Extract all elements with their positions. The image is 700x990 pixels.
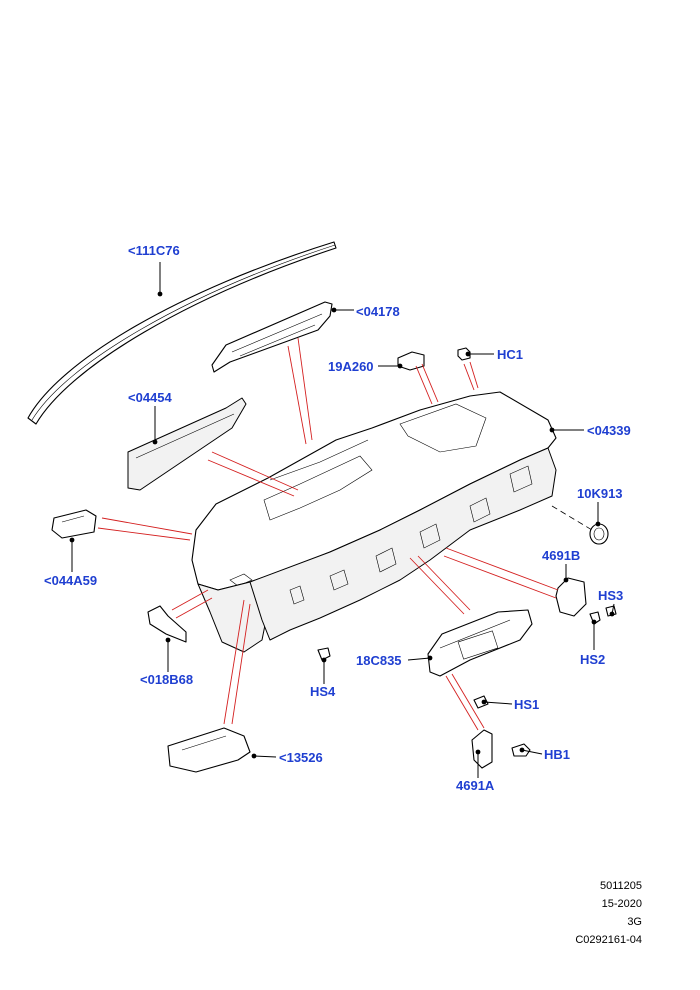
callout-19a260[interactable]: 19A260 [328, 359, 374, 374]
footer-line-4: C0292161-04 [575, 934, 642, 946]
footer-line-1: 5011205 [599, 880, 642, 892]
callout-hs1[interactable]: HS1 [514, 697, 539, 712]
callout-hs4[interactable]: HS4 [310, 684, 336, 699]
reference-lines [97, 337, 559, 731]
callout-10k913[interactable]: 10K913 [577, 486, 623, 501]
bracket-018b68 [147, 605, 187, 643]
callout-18c835[interactable]: 18C835 [356, 653, 402, 668]
bracket-4691b [555, 577, 587, 617]
callout-hs3[interactable]: HS3 [598, 588, 623, 603]
callout-111c76[interactable]: <111C76 [128, 243, 180, 258]
callout-04454[interactable]: <04454 [128, 390, 173, 405]
callout-hs2[interactable]: HS2 [580, 652, 605, 667]
sensor-dash-line [551, 505, 593, 531]
windshield-seal-strip [27, 241, 337, 425]
callout-4691a[interactable]: 4691A [456, 778, 495, 793]
clip-044a59 [51, 509, 97, 539]
dash-mat-panel [127, 397, 247, 491]
callout-13526[interactable]: <13526 [279, 750, 323, 765]
speaker-grille-strip [211, 301, 333, 373]
lower-panel-13526 [167, 727, 251, 773]
callout-hb1[interactable]: HB1 [544, 747, 570, 762]
screw-hs1 [473, 695, 489, 709]
callout-hc1[interactable]: HC1 [497, 347, 523, 362]
footer-line-2: 15-2020 [601, 898, 642, 910]
clip-hc1 [457, 347, 471, 361]
sensor-10k913 [589, 523, 609, 545]
leader-lines [69, 262, 615, 778]
instrument-panel [191, 391, 557, 653]
callout-04339[interactable]: <04339 [587, 423, 631, 438]
cross-car-beam-18c835 [427, 609, 533, 677]
callout-04178[interactable]: <04178 [356, 304, 400, 319]
footer-line-3: 3G [627, 916, 642, 928]
bracket-4691a [471, 729, 493, 769]
callout-018b68[interactable]: <018B68 [140, 672, 193, 687]
callout-044a59[interactable]: <044A59 [44, 573, 97, 588]
callout-4691b[interactable]: 4691B [542, 548, 580, 563]
